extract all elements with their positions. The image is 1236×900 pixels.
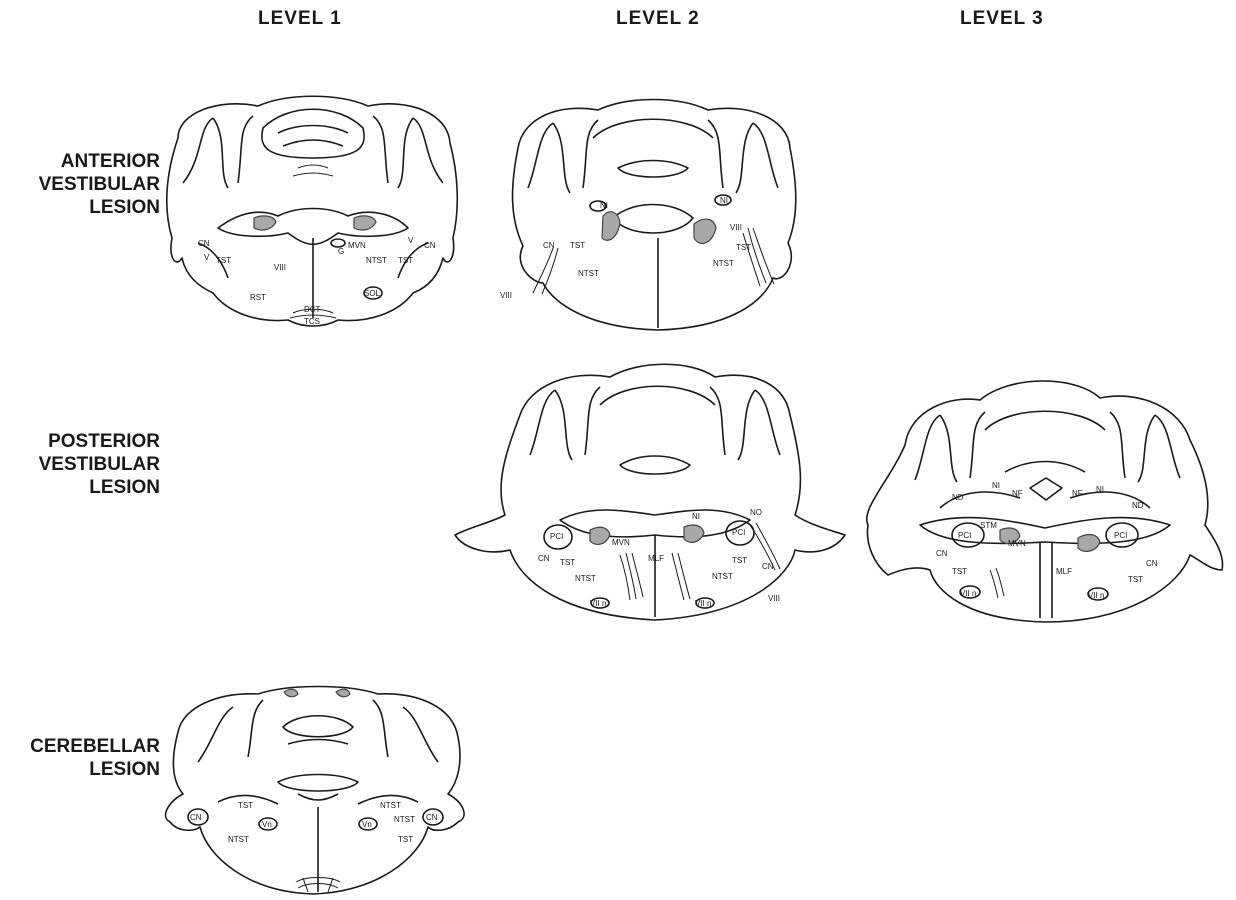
structure-label: V <box>408 236 414 245</box>
structure-label: NF <box>1072 489 1083 498</box>
structure-label: CN <box>1146 559 1158 568</box>
structure-label: NTST <box>228 835 249 844</box>
structure-label: SOL <box>364 289 381 298</box>
section-anterior-level-1: CN V TST VIII G MVN NTST TST V CN RST SO… <box>158 88 468 338</box>
structure-label: Vn <box>362 820 372 829</box>
structure-label: CN <box>538 554 550 563</box>
structure-label: CN <box>190 813 202 822</box>
structure-label: RST <box>250 293 266 302</box>
structure-label: ND <box>1132 501 1144 510</box>
structure-label: CN <box>424 241 436 250</box>
structure-label: NTST <box>575 574 596 583</box>
structure-label: VIII <box>500 291 512 300</box>
structure-label: TST <box>238 801 253 810</box>
structure-label: MLF <box>648 554 664 563</box>
section-cerebellar-level-1: CN TST Vn NTST Vn NTST CN NTST TST <box>158 682 478 897</box>
row-heading-anterior-vestibular-lesion: ANTERIOR VESTIBULAR LESION <box>0 150 160 219</box>
structure-label: VIII <box>274 263 286 272</box>
structure-label: Vn <box>262 820 272 829</box>
structure-label: CN <box>762 562 774 571</box>
structure-label: NF <box>1012 489 1023 498</box>
row-heading-line: LESION <box>0 196 160 219</box>
structure-label: TST <box>1128 575 1143 584</box>
row-heading-line: LESION <box>0 758 160 781</box>
structure-label: NTST <box>366 256 387 265</box>
section-anterior-level-2: NI NI VIII CN TST NTST TST NTST VIII <box>498 88 808 338</box>
structure-label: NI <box>600 201 608 210</box>
row-heading-cerebellar-lesion: CEREBELLAR LESION <box>0 735 160 781</box>
structure-label: TST <box>398 256 413 265</box>
structure-label: PCI <box>732 528 745 537</box>
structure-label: NTST <box>578 269 599 278</box>
structure-label: NTST <box>380 801 401 810</box>
structure-label: G <box>338 247 344 256</box>
structure-label: NI <box>1096 485 1104 494</box>
structure-label: VII n <box>590 599 606 608</box>
row-heading-line: LESION <box>0 476 160 499</box>
structure-label: STM <box>980 521 997 530</box>
structure-label: NO <box>750 508 762 517</box>
structure-label: NI <box>692 512 700 521</box>
structure-label: VIII <box>730 223 742 232</box>
structure-label: PCI <box>958 531 971 540</box>
structure-label: TST <box>732 556 747 565</box>
row-heading-line: CEREBELLAR <box>0 735 160 758</box>
section-posterior-level-3: NI NF NF NI ND ND STM PCI MVN PCI CN TST… <box>860 360 1232 630</box>
structure-label: MVN <box>1008 539 1026 548</box>
structure-label: TST <box>216 256 231 265</box>
structure-label: VIII <box>768 594 780 603</box>
section-posterior-level-2: PCI MVN NI PCI NO CN TST NTST MLF NTST T… <box>450 355 850 630</box>
structure-label: NTST <box>712 572 733 581</box>
structure-label: PCI <box>1114 531 1127 540</box>
row-heading-line: POSTERIOR <box>0 430 160 453</box>
structure-label: MLF <box>1056 567 1072 576</box>
structure-label: VII n <box>1088 591 1104 600</box>
structure-label: TST <box>952 567 967 576</box>
structure-label: V <box>204 253 210 262</box>
structure-label: CN <box>198 239 210 248</box>
structure-label: TST <box>398 835 413 844</box>
row-heading-line: VESTIBULAR <box>0 453 160 476</box>
structure-label: CN <box>543 241 555 250</box>
structure-label: NTST <box>713 259 734 268</box>
column-heading-level-3: LEVEL 3 <box>960 8 1044 30</box>
column-heading-level-1: LEVEL 1 <box>258 8 342 30</box>
structure-label: TST <box>560 558 575 567</box>
structure-label: TCS <box>304 317 320 326</box>
structure-label: TST <box>570 241 585 250</box>
structure-label: DCT <box>304 305 321 314</box>
structure-label: NI <box>720 196 728 205</box>
structure-label: CN <box>426 813 438 822</box>
structure-label: PCI <box>550 532 563 541</box>
column-heading-level-2: LEVEL 2 <box>616 8 700 30</box>
row-heading-line: ANTERIOR <box>0 150 160 173</box>
structure-label: VII n <box>960 589 976 598</box>
structure-label: CN <box>936 549 948 558</box>
structure-label: NTST <box>394 815 415 824</box>
structure-label: MVN <box>348 241 366 250</box>
row-heading-line: VESTIBULAR <box>0 173 160 196</box>
row-heading-posterior-vestibular-lesion: POSTERIOR VESTIBULAR LESION <box>0 430 160 499</box>
structure-label: NI <box>992 481 1000 490</box>
structure-label: VII n <box>695 599 711 608</box>
structure-label: MVN <box>612 538 630 547</box>
structure-label: TST <box>736 243 751 252</box>
structure-label: ND <box>952 493 964 502</box>
